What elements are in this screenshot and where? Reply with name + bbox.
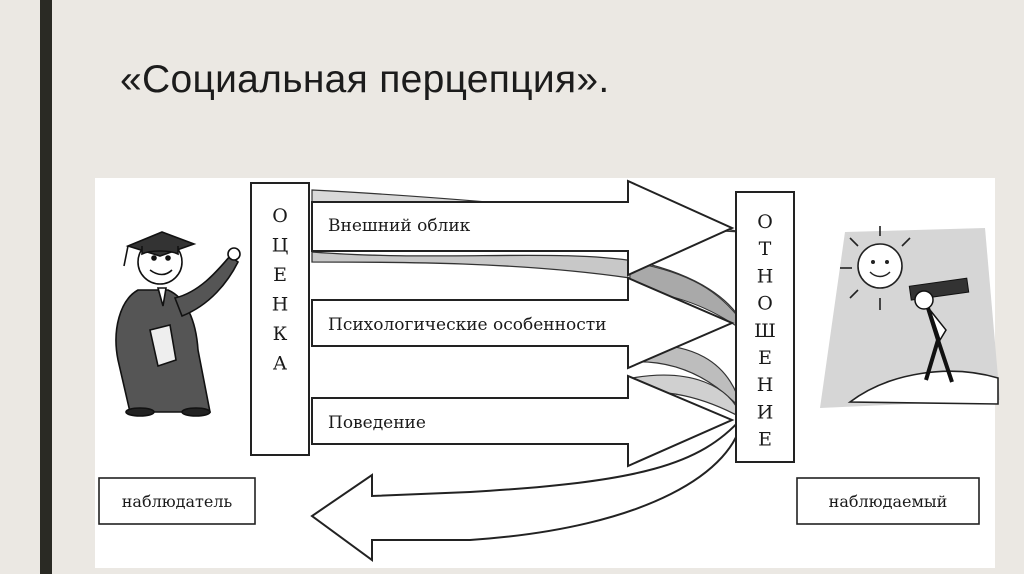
slide-accent-bar [40, 0, 52, 574]
evaluation-letter: А [273, 353, 288, 375]
slide-title: «Социальная перцепция». [120, 58, 610, 101]
evaluation-letter: Е [273, 264, 287, 286]
evaluation-letter: Ц [272, 235, 289, 257]
observed-person-illustration [820, 226, 1000, 408]
attitude-letter: О [757, 293, 773, 315]
observed-box [796, 477, 980, 525]
evaluation-letter: О [272, 205, 288, 227]
attitude-letter: И [757, 401, 774, 423]
arrow-label-appearance: Внешний облик [328, 216, 471, 236]
arrow-behavior [311, 374, 735, 468]
observer-box [98, 477, 256, 525]
arrow-label-behavior: Поведение [328, 413, 426, 433]
attitude-letter: Е [758, 429, 772, 451]
observer-label: наблюдатель [122, 492, 233, 511]
arrow-label-psychology: Психологические особенности [328, 315, 606, 335]
attitude-letter: О [757, 211, 773, 233]
evaluation-column [250, 182, 310, 456]
attitude-letter: Ш [754, 320, 776, 342]
evaluation-letter: К [273, 323, 288, 345]
attitude-letter: Н [757, 374, 774, 396]
arrow-psychology [311, 276, 735, 370]
graduate-observer-illustration [115, 231, 241, 417]
arrow-appearance [311, 179, 735, 277]
attitude-column [735, 191, 795, 463]
evaluation-letter: Н [272, 294, 289, 316]
return-arrow [310, 414, 744, 562]
observed-label: наблюдаемый [829, 492, 948, 511]
attitude-letter: Т [759, 238, 772, 260]
attitude-letter: Н [757, 265, 774, 287]
attitude-letter: Е [758, 347, 772, 369]
